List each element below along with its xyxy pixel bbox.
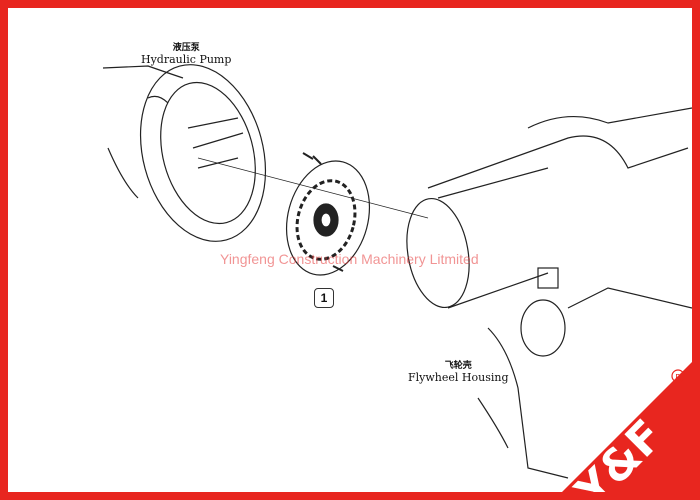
hydraulic-pump-label-en: Hydraulic Pump <box>141 53 232 66</box>
hydraulic-pump-drawing <box>102 64 429 242</box>
hydraulic-pump-label-cn: 液压泵 <box>172 43 200 53</box>
exploded-parts-diagram <box>102 64 692 479</box>
watermark-text: Yingfeng Construction Machinery Litmited <box>220 251 479 267</box>
flywheel-housing-label: 飞轮壳 Flywheel Housing <box>408 360 509 384</box>
flywheel-housing-label-cn: 飞轮壳 <box>444 361 472 371</box>
flywheel-housing-label-en: Flywheel Housing <box>408 371 509 384</box>
coupling-disc-drawing <box>285 152 371 276</box>
svg-text:R: R <box>675 373 681 382</box>
flywheel-housing-drawing <box>406 107 692 479</box>
part-callout-1: 1 <box>314 288 334 308</box>
yf-logo: Y&F R <box>562 362 692 492</box>
diagram-frame: 液压泵 Hydraulic Pump 飞轮壳 Flywheel Housing … <box>8 8 692 492</box>
hydraulic-pump-label: 液压泵 Hydraulic Pump <box>141 42 231 66</box>
